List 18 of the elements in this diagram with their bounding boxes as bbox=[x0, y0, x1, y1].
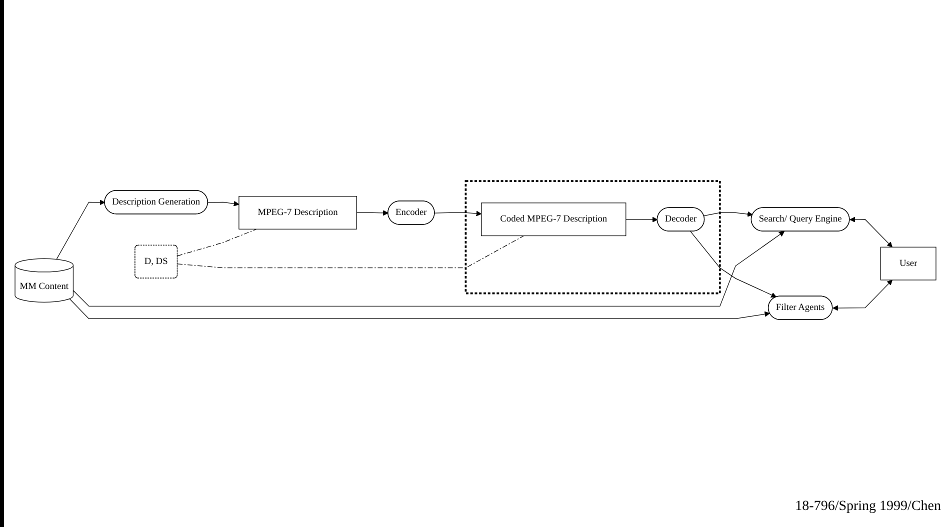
arrow bbox=[690, 230, 777, 298]
arrow bbox=[56, 199, 106, 260]
arrow bbox=[72, 230, 785, 306]
connector bbox=[177, 228, 257, 256]
footer-text: 18-796/Spring 1999/Chen bbox=[795, 499, 941, 515]
cluster bbox=[464, 180, 721, 294]
node-box: MPEG-7 Description bbox=[238, 196, 357, 230]
arrow bbox=[850, 216, 892, 248]
arrow bbox=[434, 210, 482, 216]
arrow bbox=[704, 211, 753, 217]
arrow bbox=[626, 216, 658, 222]
node-box: User bbox=[880, 246, 936, 280]
arrow bbox=[356, 210, 388, 216]
arrow bbox=[208, 200, 240, 206]
node-box: Coded MPEG-7 Description bbox=[481, 202, 626, 236]
connector bbox=[177, 235, 524, 268]
arrow bbox=[69, 298, 770, 319]
arrow bbox=[832, 279, 892, 311]
